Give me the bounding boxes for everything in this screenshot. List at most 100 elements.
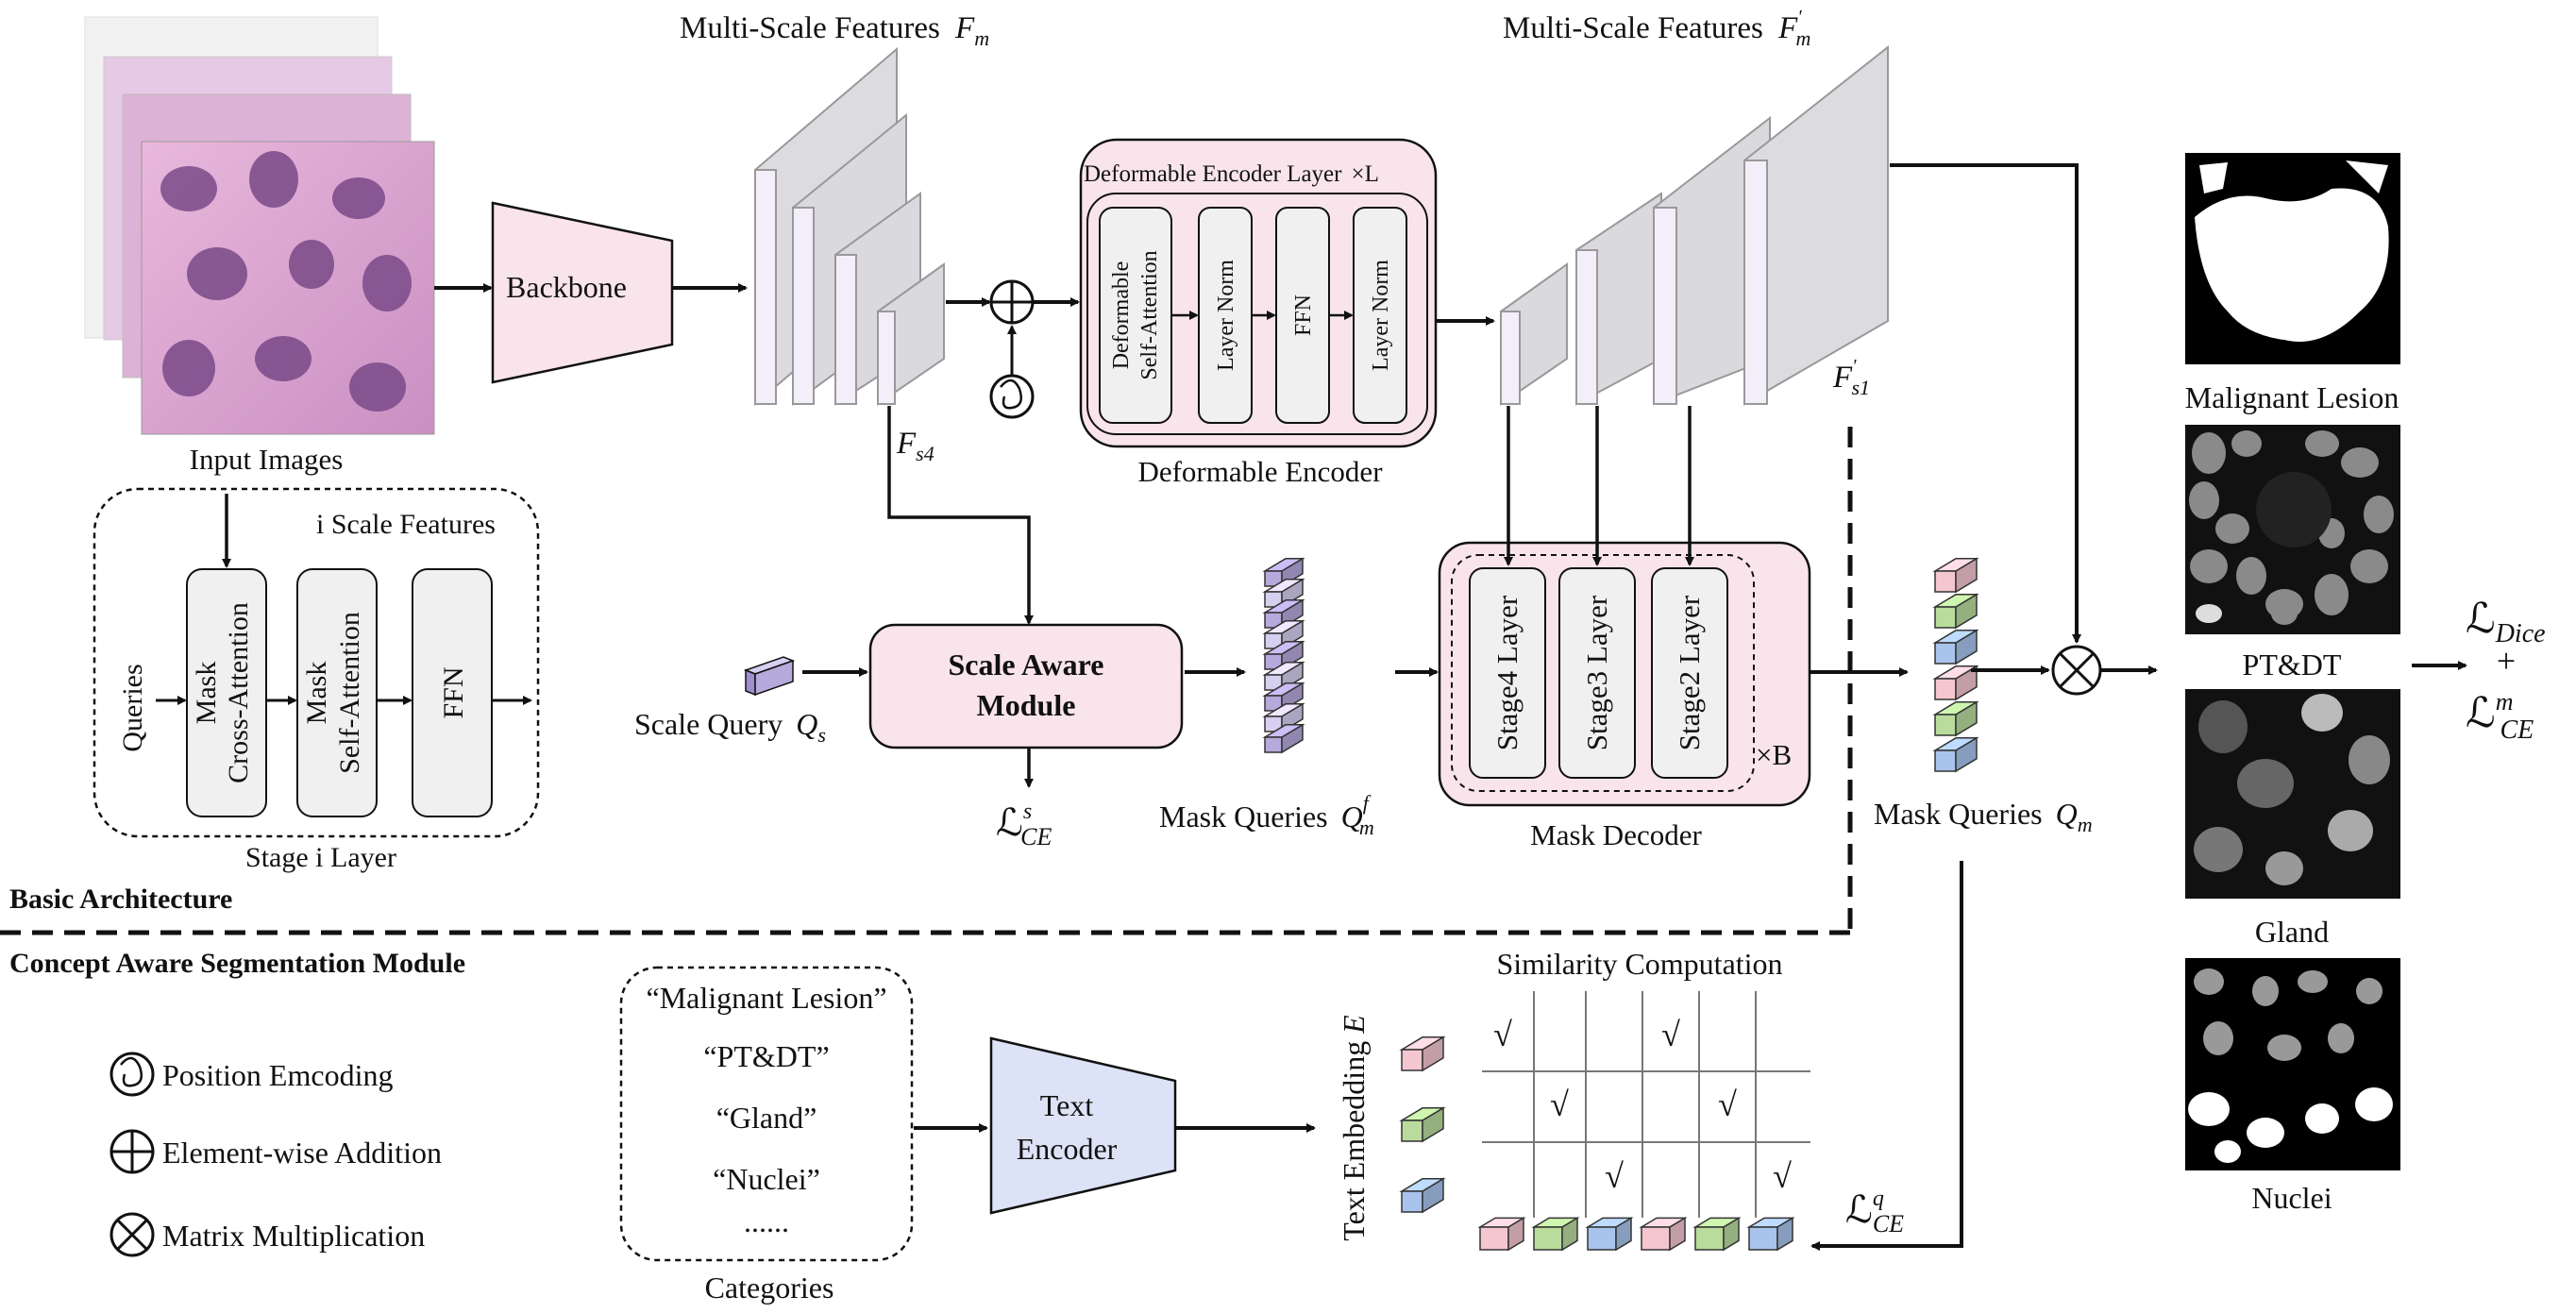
query-cube [1932, 665, 1979, 701]
fs4-label: Fs4 [896, 427, 934, 465]
query-cube [1932, 629, 1979, 665]
query-cube [1746, 1217, 1795, 1252]
stage2-label: Stage2 Layer [1673, 595, 1706, 750]
mask-decoder-label: Mask Decoder [1530, 818, 1702, 851]
matrix-mult-icon [2051, 645, 2102, 696]
output-ptdt-label: PT&DT [2243, 648, 2342, 682]
fs1-label: F's1 [1832, 356, 1870, 399]
legend-position-icon [109, 1052, 155, 1097]
decoder-stages [1469, 567, 1728, 779]
deformable-layer-title: Deformable Encoder Layer×L [1084, 161, 1379, 187]
input-images-label: Input Images [190, 443, 344, 476]
backbone-label: Backbone [506, 270, 627, 304]
query-cube [1932, 700, 1979, 737]
output-nuclei-label: Nuclei [2251, 1181, 2332, 1215]
check-mark: √ [1605, 1157, 1624, 1195]
ms-features-stack [754, 46, 945, 407]
categories-box [619, 966, 914, 1262]
query-cube [1932, 736, 1979, 773]
check-mark: √ [1773, 1157, 1792, 1195]
query-cube [1399, 1177, 1446, 1214]
text-embedding-cubes [1399, 1035, 1446, 1214]
category-ellipsis: ...... [744, 1204, 789, 1238]
legend-add-icon [109, 1129, 155, 1174]
mask-queries-m-stack [1932, 557, 1979, 773]
mask-self-label-1: Mask [301, 662, 332, 725]
ffn-label: FFN [1291, 295, 1316, 336]
scale-aware-label-1: Scale Aware [949, 648, 1104, 682]
layer-norm-2-label: Layer Norm [1369, 260, 1393, 371]
stage4-label: Stage4 Layer [1490, 595, 1524, 750]
output-ptdt [2185, 425, 2400, 634]
query-cube [1932, 593, 1979, 630]
scale-query-cube [743, 656, 796, 697]
text-encoder-block [989, 1036, 1177, 1215]
mask-queries-f-stack [1262, 557, 1305, 754]
output-gland-label: Gland [2255, 915, 2329, 949]
plus-sign: + [2497, 642, 2516, 680]
deformable-encoder-label: Deformable Encoder [1137, 455, 1383, 488]
ms-features-label: Multi-Scale Features Fm [680, 11, 989, 50]
legend-matmul-label: Matrix Multiplication [162, 1219, 425, 1253]
output-malignant [2185, 153, 2400, 364]
backbone-block [491, 201, 674, 384]
ms-features-prime-label: Multi-Scale Features F'm [1503, 7, 1810, 50]
query-cube [1692, 1217, 1742, 1252]
scale-aware-label-2: Module [977, 688, 1076, 722]
deformable-sublayers [1099, 207, 1407, 424]
output-malignant-label: Malignant Lesion [2185, 380, 2399, 414]
legend-add-label: Element-wise Addition [162, 1136, 442, 1170]
check-mark: √ [1718, 1086, 1737, 1123]
output-nuclei [2185, 958, 2400, 1170]
stage-i-layer-label: Stage i Layer [245, 842, 396, 873]
text-embedding-label: Text EmbeddingE [1337, 1015, 1371, 1241]
scale-aware-module [868, 623, 1184, 749]
check-mark: √ [1661, 1016, 1680, 1053]
deformable-sa-label-1: Deformable [1109, 261, 1134, 370]
stage-i-sublayers [186, 568, 532, 817]
stage3-label: Stage3 Layer [1580, 595, 1613, 750]
i-scale-features-label: i Scale Features [316, 509, 496, 540]
query-cube [1262, 640, 1305, 671]
check-mark: √ [1493, 1016, 1512, 1053]
similarity-grid [1482, 991, 1810, 1218]
query-cube [1932, 557, 1979, 594]
basic-architecture-label: Basic Architecture [9, 884, 232, 915]
mask-cross-label-2: Cross-Attention [223, 602, 254, 783]
ms-features-prime-stack [1500, 44, 1889, 406]
categories-label: Categories [705, 1271, 834, 1305]
text-encoder-label-1: Text [1040, 1088, 1094, 1122]
queries-label: Queries [117, 664, 148, 751]
category-malignant: “Malignant Lesion” [646, 981, 886, 1015]
element-add-icon [989, 279, 1035, 325]
query-cube [1531, 1217, 1580, 1252]
category-ptdt: “PT&DT” [703, 1039, 829, 1073]
mask-self-label-2: Self-Attention [334, 612, 365, 774]
concept-module-label: Concept Aware Segmentation Module [9, 948, 465, 979]
position-encoding-icon [989, 374, 1035, 419]
check-mark: √ [1550, 1086, 1569, 1123]
layer-norm-label: Layer Norm [1214, 260, 1238, 371]
query-cube [1585, 1217, 1634, 1252]
query-cube [1477, 1217, 1526, 1252]
mask-queries-m-label: Mask Queries Qm [1874, 797, 2093, 836]
output-gland [2185, 689, 2400, 899]
text-encoder-label-2: Encoder [1017, 1132, 1118, 1166]
category-gland: “Gland” [716, 1101, 817, 1135]
query-cube [1262, 723, 1305, 754]
mask-cross-label-1: Mask [191, 662, 222, 725]
similarity-label: Similarity Computation [1496, 947, 1782, 981]
query-cube [1639, 1217, 1688, 1252]
query-cube [1399, 1106, 1446, 1143]
times-b-label: ×B [1756, 738, 1792, 771]
deformable-sa-label-2: Self-Attention [1137, 250, 1162, 379]
legend-position-label: Position Emcoding [162, 1058, 393, 1092]
category-nuclei: “Nuclei” [713, 1162, 820, 1196]
scale-query-label: Scale Query Qs [634, 707, 826, 747]
legend-matmul-icon [109, 1212, 155, 1257]
